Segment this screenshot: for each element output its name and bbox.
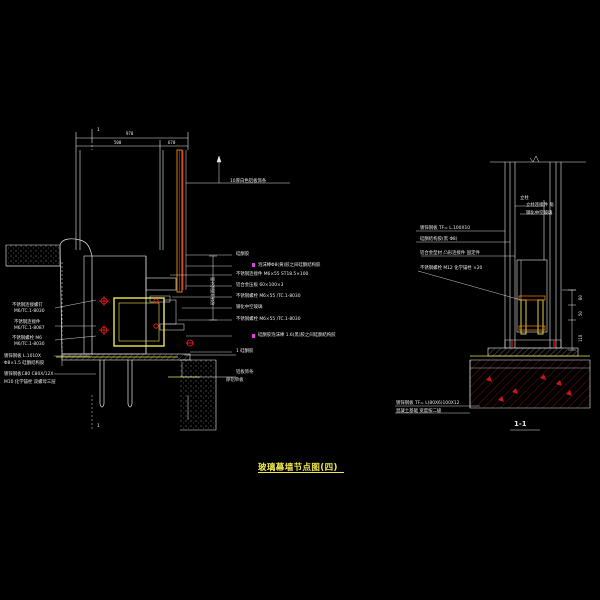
- concrete-foundation: [469, 359, 591, 409]
- right-detail-label-1: 镀锌钢板 TF= L.100X10: [420, 226, 471, 231]
- drawing-title: 玻璃幕墙节点图(四): [258, 463, 338, 473]
- bottom-leader: [181, 354, 236, 378]
- right-bottom-leaders: [395, 405, 480, 414]
- left-label-2: M6/TC.1-8030: [14, 309, 45, 314]
- right-bottom-label-2: 混凝土基础 宽度按二级: [396, 409, 442, 414]
- left-label-3: 不锈钢连接件: [14, 320, 41, 325]
- left-detail: [5, 129, 290, 431]
- anchor-bolts: [99, 360, 133, 408]
- axis-marks: [91, 395, 189, 430]
- dim-top-sub-a: 500: [114, 140, 122, 145]
- dim-top-sub-b: 670: [168, 140, 176, 145]
- bottom-callout-b: 厚铝单板: [226, 378, 244, 383]
- left-label-8: Φ8×1.5 硅酮结构胶: [4, 361, 45, 366]
- top-dimension-lines: [75, 129, 189, 150]
- left-label-5: 不锈钢螺栓 M6: [12, 336, 42, 341]
- right-callout-top-c: 钢化中空玻璃: [526, 211, 553, 216]
- right-detail: [395, 155, 591, 431]
- glass-vertical-lines: [75, 141, 164, 250]
- right-dimensions: [562, 289, 576, 351]
- top-callout-leader: [186, 155, 290, 184]
- right-bottom-label-1: 镀锌钢板 TF= L(80X6)100X12: [396, 401, 460, 406]
- magenta-markers: [252, 263, 255, 338]
- floor-slab: [61, 353, 217, 431]
- right-label-6: 钢化中空玻璃: [236, 305, 263, 310]
- right-detail-leaders: [416, 205, 552, 301]
- left-label-6: M6/TC.1-8030: [14, 342, 45, 347]
- axis-mark-bottom: 1: [97, 424, 100, 429]
- right-dim-2: 50: [578, 311, 583, 316]
- mullion-lines: [504, 162, 562, 348]
- dim-top-total: 970: [126, 131, 134, 136]
- right-label-4: 铝合金压板 60×100×3: [236, 283, 284, 288]
- left-label-4: M6/TC.1-8087: [14, 326, 45, 331]
- bracket-detail: [516, 259, 548, 335]
- right-label-5: 不锈钢螺栓 M6×55 /TC.1-8030: [236, 294, 301, 299]
- right-callout-top-b: 立柱连接件 角: [526, 203, 554, 208]
- bottom-callout-a: 铝板饰条: [236, 370, 254, 375]
- right-dim-1: 80: [578, 295, 583, 300]
- right-label-9: 1 硅酮胶: [236, 349, 254, 354]
- right-label-leaders: [170, 254, 232, 353]
- right-label-7: 不锈钢螺栓 M6×55 /TC.1-8030: [236, 317, 301, 322]
- right-label-3: 不锈钢连接件 M6×55 ST18.5×100: [236, 272, 309, 277]
- red-bolts: [99, 296, 194, 347]
- left-label-7: 镀锌钢板 L.1010X: [4, 354, 41, 359]
- right-label-8: 硅酮胶泡沫棒 1.6(黑)胶之间硅酮结构胶: [258, 333, 336, 338]
- right-detail-label-2: 硅酮结构胶(黑 Φ8): [420, 237, 458, 242]
- right-callout-top-a: 立柱: [520, 196, 529, 201]
- drawing-title-underline: [258, 472, 344, 473]
- left-label-1: 不锈钢连接螺钉: [12, 303, 43, 308]
- left-label-9: 镀锌钢板C80 C80X/12X: [4, 372, 54, 377]
- right-detail-label-4: 不锈钢螺栓 M12 化学锚栓 ×20: [420, 266, 483, 271]
- left-label-10: M10 化学锚栓 双螺母三层: [4, 380, 56, 385]
- break-marks: [490, 155, 586, 163]
- steel-frame-box: [83, 255, 185, 355]
- left-label-leaders: [54, 299, 97, 375]
- aluminium-panel-strip: [176, 149, 187, 293]
- vertical-dimension-label: 现场立面设计图: [210, 277, 215, 305]
- vertical-callout-label: 10厚白色铝板饰条: [230, 179, 267, 184]
- right-label-1: 硅酮胶: [236, 252, 250, 257]
- base-plate: [470, 339, 590, 357]
- section-label: 1-1: [514, 420, 527, 428]
- right-label-2: 泡沫棒Φ8(黄)胶之间硅酮结构胶: [258, 263, 321, 268]
- axis-mark-top: 1: [97, 128, 100, 133]
- right-dim-3: 110: [578, 334, 583, 342]
- right-detail-label-3: 铝合金型材 凸形连接件 固定件: [420, 251, 480, 256]
